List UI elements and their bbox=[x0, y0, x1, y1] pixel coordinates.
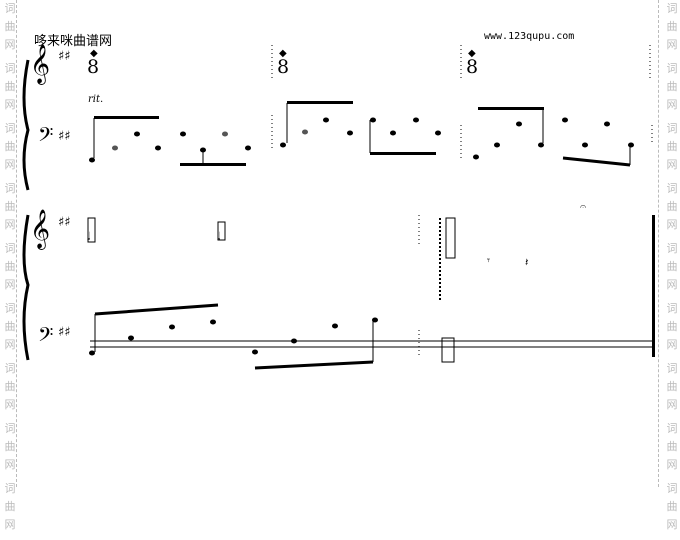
svg-text:𝄽: 𝄽 bbox=[525, 256, 528, 269]
beams-2 bbox=[94, 303, 374, 370]
watermark-char: 词 bbox=[4, 2, 16, 15]
site-name: 哆来咪曲谱网 bbox=[34, 34, 113, 49]
watermark-char: 网 bbox=[4, 458, 16, 471]
treble-clef-icon: 𝄞 bbox=[30, 44, 50, 85]
tempo-marking: rit. bbox=[88, 94, 104, 105]
watermark-char: 网 bbox=[666, 458, 678, 471]
system-1: 𝄞 𝄢 ♯♯ ♯♯ bbox=[22, 44, 653, 191]
sheet-music: 𝄞 𝄢 ♯♯ ♯♯ bbox=[22, 44, 655, 370]
bass-notes-2 bbox=[89, 317, 378, 356]
watermark-char: 网 bbox=[4, 338, 16, 351]
left-margin-guide bbox=[16, 0, 17, 487]
watermark-char: 曲 bbox=[666, 320, 678, 333]
watermark-char: 网 bbox=[4, 398, 16, 411]
watermark-char: 网 bbox=[666, 278, 678, 291]
watermark-char: 网 bbox=[666, 398, 678, 411]
watermark-char: 网 bbox=[4, 518, 16, 531]
watermark-char: 词 bbox=[666, 182, 678, 195]
key-signature-bass: ♯♯ bbox=[58, 325, 71, 340]
watermark-char: 词 bbox=[4, 242, 16, 255]
watermark-char: 曲 bbox=[666, 80, 678, 93]
watermark-char: 网 bbox=[4, 38, 16, 51]
key-signature-treble: ♯♯ bbox=[58, 49, 71, 64]
watermark-char: 词 bbox=[4, 182, 16, 195]
watermark-char: 曲 bbox=[666, 500, 678, 513]
watermark-char: 词 bbox=[666, 422, 678, 435]
svg-text:𝅗𝅥: 𝅗𝅥 bbox=[217, 230, 221, 243]
watermark-char: 词 bbox=[4, 122, 16, 135]
bass-clef-icon: 𝄢 bbox=[38, 323, 53, 351]
brace bbox=[22, 59, 30, 191]
watermark-char: 网 bbox=[666, 158, 678, 171]
svg-text:𝄐: 𝄐 bbox=[580, 200, 586, 213]
time-signature-1: 8 bbox=[87, 56, 100, 78]
svg-text:◆: ◆ bbox=[279, 48, 287, 59]
watermark-char: 词 bbox=[4, 422, 16, 435]
watermark-char: 曲 bbox=[4, 380, 16, 393]
watermark-char: 曲 bbox=[666, 200, 678, 213]
watermark-char: 网 bbox=[666, 518, 678, 531]
watermark-char: 曲 bbox=[666, 260, 678, 273]
beams-1 bbox=[93, 101, 631, 167]
right-margin-guide bbox=[658, 0, 659, 487]
watermark-char: 词 bbox=[666, 2, 678, 15]
time-signature-2: 8 bbox=[277, 56, 290, 78]
key-signature-bass: ♯♯ bbox=[58, 129, 71, 144]
watermark-char: 网 bbox=[666, 338, 678, 351]
watermark-char: 网 bbox=[4, 158, 16, 171]
watermark-char: 曲 bbox=[4, 320, 16, 333]
final-chord bbox=[441, 337, 455, 363]
watermark-char: 网 bbox=[666, 38, 678, 51]
watermark-char: 曲 bbox=[666, 140, 678, 153]
watermark-char: 词 bbox=[666, 362, 678, 375]
watermark-char: 曲 bbox=[4, 80, 16, 93]
treble-chords-1: ◆ ◆ ◆ bbox=[90, 48, 476, 59]
watermark-char: 曲 bbox=[4, 260, 16, 273]
watermark-char: 词 bbox=[4, 302, 16, 315]
site-url[interactable]: www.123qupu.com bbox=[484, 31, 575, 42]
brace bbox=[22, 214, 30, 361]
watermark-char: 曲 bbox=[4, 20, 16, 33]
watermark-char: 词 bbox=[666, 122, 678, 135]
barlines-1 bbox=[271, 45, 653, 160]
watermark-char: 词 bbox=[666, 62, 678, 75]
watermark-char: 曲 bbox=[666, 380, 678, 393]
watermark-char: 曲 bbox=[666, 440, 678, 453]
treble-clef-icon: 𝄞 bbox=[30, 209, 50, 250]
svg-text:𝄾: 𝄾 bbox=[487, 254, 490, 267]
watermark-char: 词 bbox=[666, 242, 678, 255]
watermark-char: 词 bbox=[4, 62, 16, 75]
watermark-char: 词 bbox=[666, 302, 678, 315]
watermark-char: 网 bbox=[666, 98, 678, 111]
final-barline bbox=[652, 215, 655, 357]
watermark-char: 曲 bbox=[4, 440, 16, 453]
treble-chords-2: 𝅗𝅥 𝅗𝅥 𝄾 𝄽 𝄐 bbox=[87, 200, 586, 269]
time-signature-3: 8 bbox=[466, 56, 479, 78]
watermark-char: 词 bbox=[4, 362, 16, 375]
svg-text:◆: ◆ bbox=[468, 48, 476, 59]
bass-notes-1 bbox=[89, 117, 634, 163]
system-2: 𝄞 𝄢 ♯♯ ♯♯ 𝅗𝅥 𝅗𝅥 𝄾 𝄽 𝄐 bbox=[22, 200, 655, 370]
watermark-char: 网 bbox=[4, 98, 16, 111]
key-signature-treble: ♯♯ bbox=[58, 215, 71, 230]
watermark-char: 曲 bbox=[4, 140, 16, 153]
staff-lines-2 bbox=[90, 340, 655, 348]
watermark-char: 网 bbox=[666, 218, 678, 231]
watermark-char: 曲 bbox=[4, 200, 16, 213]
watermark-left: 词曲网词曲网词曲网词曲网词曲网词曲网词曲网词曲网词曲网 bbox=[0, 0, 20, 540]
watermark-char: 曲 bbox=[666, 20, 678, 33]
bass-clef-icon: 𝄢 bbox=[38, 123, 53, 151]
watermark-char: 曲 bbox=[4, 500, 16, 513]
svg-text:𝅗𝅥: 𝅗𝅥 bbox=[87, 230, 91, 243]
svg-text:◆: ◆ bbox=[90, 48, 98, 59]
watermark-char: 网 bbox=[4, 278, 16, 291]
watermark-char: 网 bbox=[4, 218, 16, 231]
